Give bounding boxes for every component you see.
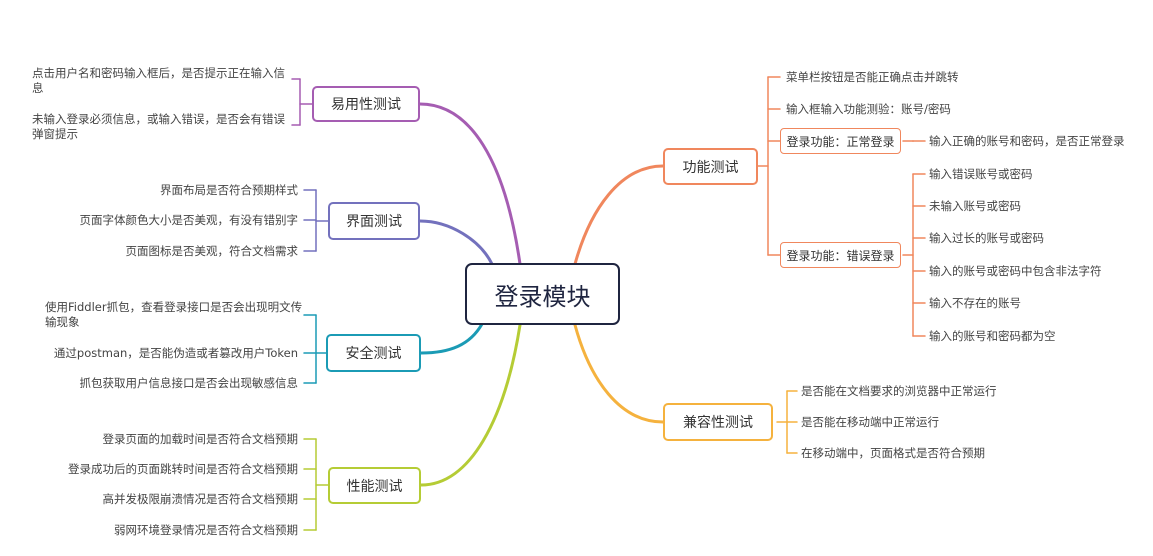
leaf-performance-3: 高并发极限崩溃情况是否符合文档预期	[102, 492, 299, 506]
leaf-security-3: 抓包获取用户信息接口是否会出现敏感信息	[79, 376, 299, 390]
leaf-performance-2: 登录成功后的页面跳转时间是否符合文档预期	[68, 462, 298, 476]
link-root-security	[419, 322, 484, 355]
leaf-security-2: 通过postman，是否能伪造或者篡改用户Token	[53, 346, 298, 360]
leaf-usability-2: 未输入登录必须信息，或输入错误，是否会有错误弹窗提示	[32, 112, 285, 141]
leaf-performance-1: 登录页面的加载时间是否符合文档预期	[102, 432, 299, 446]
link-root-function	[573, 164, 665, 266]
link-root-interface	[418, 219, 494, 266]
leaf-performance-4: 弱网环境登录情况是否符合文档预期	[114, 523, 298, 537]
leaf-compatibility-3: 在移动端中，页面格式是否符合预期	[801, 446, 985, 460]
link-root-usability	[418, 102, 522, 266]
leaf-error-2: 未输入账号或密码	[929, 199, 1021, 213]
leaf-function-1: 菜单栏按钮是否能正确点击并跳转	[786, 70, 959, 84]
leaf-compatibility-1: 是否能在文档要求的浏览器中正常运行	[801, 384, 997, 398]
leaf-normal-1: 输入正确的账号和密码，是否正常登录	[929, 134, 1125, 148]
leaf-error-4: 输入的账号或密码中包含非法字符	[929, 264, 1102, 278]
leaf-interface-3: 页面图标是否美观，符合文档需求	[125, 244, 299, 258]
leaf-error-1: 输入错误账号或密码	[929, 167, 1033, 181]
branch-function[interactable]: 功能测试	[663, 148, 758, 185]
leaf-usability-1: 点击用户名和密码输入框后，是否提示正在输入信息	[32, 66, 285, 95]
branch-usability[interactable]: 易用性测试	[312, 86, 420, 122]
link-root-compatibility	[573, 323, 665, 424]
leaf-error-6: 输入的账号和密码都为空	[929, 329, 1056, 343]
branch-interface[interactable]: 界面测试	[328, 202, 420, 240]
leaf-function-2: 输入框输入功能测验：账号/密码	[786, 102, 951, 116]
branch-compatibility[interactable]: 兼容性测试	[663, 403, 773, 441]
leaf-interface-1: 界面布局是否符合预期样式	[160, 183, 298, 197]
root-node[interactable]: 登录模块	[465, 263, 620, 325]
leaf-error-3: 输入过长的账号或密码	[929, 231, 1044, 245]
subnode-error-login[interactable]: 登录功能：错误登录	[780, 242, 901, 268]
link-root-performance	[419, 323, 522, 487]
branch-security[interactable]: 安全测试	[326, 334, 421, 372]
leaf-compatibility-2: 是否能在移动端中正常运行	[801, 415, 939, 429]
leaf-security-1: 使用Fiddler抓包，查看登录接口是否会出现明文传输现象	[45, 300, 303, 329]
leaf-interface-2: 页面字体颜色大小是否美观，有没有错别字	[79, 213, 299, 227]
subnode-normal-login[interactable]: 登录功能：正常登录	[780, 128, 901, 154]
branch-performance[interactable]: 性能测试	[328, 467, 421, 504]
leaf-error-5: 输入不存在的账号	[929, 296, 1021, 310]
